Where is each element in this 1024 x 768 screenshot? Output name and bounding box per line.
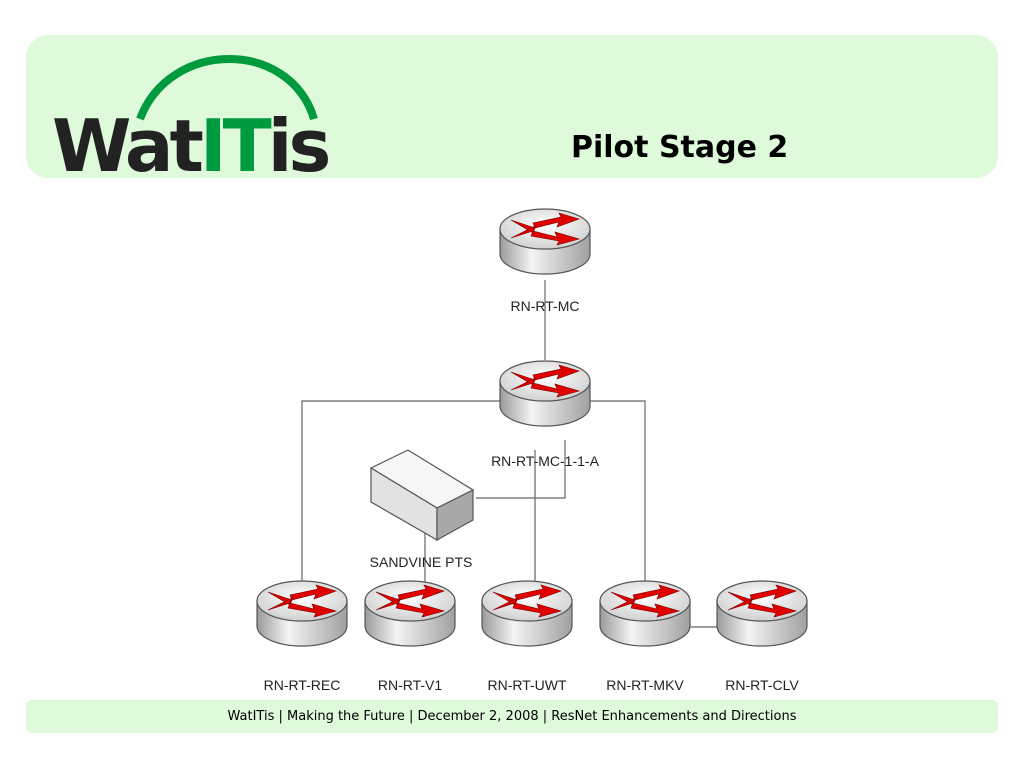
sandvine-pts-device xyxy=(369,449,475,542)
footer-bar: WatITis | Making the Future | December 2… xyxy=(26,700,998,733)
label-rn-rt-v1: RN-RT-V1 xyxy=(378,677,443,693)
header-panel: WatITis Pilot Stage 2 xyxy=(26,35,998,178)
label-rn-rt-clv: RN-RT-CLV xyxy=(725,677,799,693)
label-sandvine-pts: SANDVINE PTS xyxy=(370,554,473,570)
router-rn-rt-v1 xyxy=(364,580,456,647)
footer-text: WatITis | Making the Future | December 2… xyxy=(227,709,797,724)
network-diagram: RN-RT-MC RN-RT-MC-1-1-A SANDVINE PTS RN-… xyxy=(256,208,808,693)
router-rn-rt-mc-1-1-a xyxy=(499,360,591,427)
router-rn-rt-rec xyxy=(256,580,348,647)
label-rn-rt-mkv: RN-RT-MKV xyxy=(606,677,684,693)
watitis-logo: WatITis xyxy=(52,55,332,173)
router-rn-rt-mkv xyxy=(599,580,691,647)
label-rn-rt-uwt: RN-RT-UWT xyxy=(487,677,567,693)
router-rn-rt-clv xyxy=(716,580,808,647)
router-rn-rt-uwt xyxy=(481,580,573,647)
label-rn-rt-mc: RN-RT-MC xyxy=(511,298,580,314)
router-rn-rt-mc xyxy=(499,208,591,275)
page-title: Pilot Stage 2 xyxy=(571,130,789,165)
svg-text:WatITis: WatITis xyxy=(52,104,328,173)
connection-lines xyxy=(301,280,718,628)
label-rn-rt-mc-1-1-a: RN-RT-MC-1-1-A xyxy=(491,453,600,469)
label-rn-rt-rec: RN-RT-REC xyxy=(264,677,341,693)
